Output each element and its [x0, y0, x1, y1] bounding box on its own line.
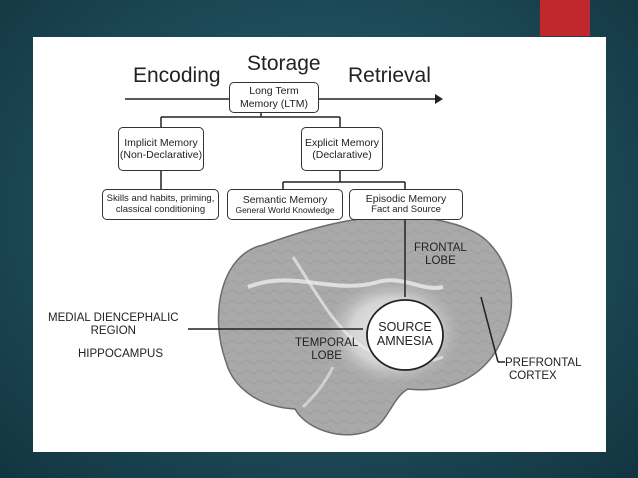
label-medial-line1: MEDIAL DIENCEPHALIC — [48, 312, 179, 324]
box-explicit-line2: (Declarative) — [312, 149, 372, 161]
box-semantic-line2: General World Knowledge — [235, 204, 335, 215]
label-source-amnesia: SOURCE AMNESIA — [374, 320, 436, 349]
label-temporal-line1: TEMPORAL — [295, 337, 359, 349]
box-skills-line1: Skills and habits, priming, — [106, 192, 215, 204]
label-source-line2: AMNESIA — [376, 334, 434, 349]
box-skills-habits: Skills and habits, priming, classical co… — [102, 189, 219, 220]
box-ltm-line1: Long Term — [249, 85, 299, 98]
label-medial-line2: REGION — [90, 325, 136, 338]
connector-lines — [125, 94, 505, 371]
label-prefrontal-cortex: PREFRONTAL CORTEX — [505, 357, 581, 383]
heading-retrieval: Retrieval — [348, 64, 431, 87]
label-prefrontal-line1: PREFRONTAL — [505, 357, 582, 369]
box-skills-line2: classical conditioning — [115, 203, 206, 215]
accent-square — [540, 0, 590, 36]
box-episodic-line2: Fact and Source — [371, 204, 441, 216]
label-source-line1: SOURCE — [378, 320, 432, 334]
box-ltm-line2: Memory (LTM) — [239, 97, 309, 110]
label-frontal-line2: LOBE — [425, 255, 456, 268]
label-medial-diencephalic: MEDIAL DIENCEPHALIC REGION — [48, 312, 179, 338]
label-hippocampus: HIPPOCAMPUS — [78, 348, 163, 360]
box-semantic-line1: Semantic Memory — [242, 193, 328, 206]
box-implicit-memory: Implicit Memory (Non-Declarative) — [118, 127, 204, 171]
label-frontal-line1: FRONTAL — [414, 242, 467, 254]
box-explicit-line1: Explicit Memory — [304, 136, 380, 149]
box-long-term-memory: Long Term Memory (LTM) — [229, 82, 319, 113]
heading-storage: Storage — [247, 52, 321, 75]
sulcus-line — [301, 366, 335, 409]
heading-encoding: Encoding — [133, 64, 221, 87]
label-temporal-line2: LOBE — [311, 350, 342, 363]
label-prefrontal-line2: CORTEX — [509, 370, 557, 383]
box-semantic-memory: Semantic Memory General World Knowledge — [227, 189, 343, 220]
sulcus-line — [247, 278, 444, 290]
box-explicit-memory: Explicit Memory (Declarative) — [301, 127, 383, 171]
source-amnesia-circle — [366, 299, 444, 371]
box-implicit-line1: Implicit Memory — [124, 136, 198, 149]
label-frontal-lobe: FRONTAL LOBE — [414, 242, 467, 268]
box-implicit-line2: (Non-Declarative) — [119, 149, 203, 161]
box-episodic-line1: Episodic Memory — [365, 193, 447, 205]
box-episodic-memory: Episodic Memory Fact and Source — [349, 189, 463, 220]
slide-canvas: Encoding Storage Retrieval Long Term Mem… — [33, 37, 606, 452]
label-temporal-lobe: TEMPORAL LOBE — [295, 337, 358, 363]
